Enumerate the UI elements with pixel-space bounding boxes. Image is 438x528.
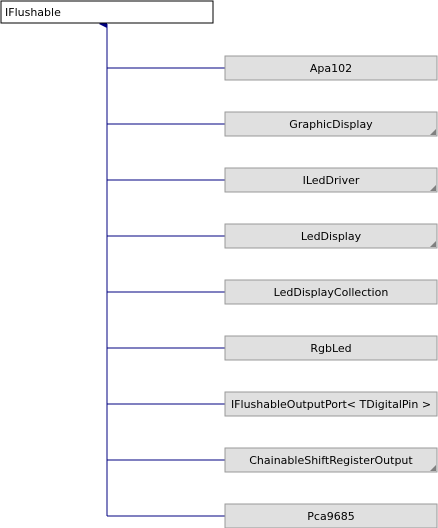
- derived-class-node[interactable]: LedDisplay: [224, 223, 438, 249]
- derived-class-box: [224, 503, 438, 528]
- derived-class-node[interactable]: RgbLed: [224, 335, 438, 361]
- derived-class-node[interactable]: ILedDriver: [224, 167, 438, 193]
- derived-class-label: LedDisplay: [301, 230, 362, 243]
- derived-class-box: [224, 167, 438, 193]
- derived-class-box: [224, 279, 438, 305]
- derived-class-label: RgbLed: [310, 342, 351, 355]
- derived-class-node[interactable]: Pca9685: [224, 503, 438, 528]
- derived-class-node[interactable]: Apa102: [224, 55, 438, 81]
- derived-class-label: ChainableShiftRegisterOutput: [249, 454, 413, 467]
- collapsed-subtree-marker-icon: [430, 129, 436, 135]
- collapsed-subtree-marker-icon: [430, 185, 436, 191]
- collapsed-subtree-marker-icon: [430, 465, 436, 471]
- derived-class-label: IFlushableOutputPort< TDigitalPin >: [231, 398, 431, 411]
- derived-class-box: [224, 223, 438, 249]
- derived-class-box: [224, 55, 438, 81]
- derived-class-label: Apa102: [310, 62, 352, 75]
- derived-class-node[interactable]: IFlushableOutputPort< TDigitalPin >: [224, 391, 438, 417]
- derived-class-label: GraphicDisplay: [289, 118, 373, 131]
- derived-class-box: [224, 391, 438, 417]
- collapsed-subtree-marker-icon: [430, 241, 436, 247]
- derived-class-node[interactable]: GraphicDisplay: [224, 111, 438, 137]
- base-class-node[interactable]: IFlushable: [0, 0, 214, 24]
- derived-class-box: [224, 447, 438, 473]
- base-class-label: IFlushable: [5, 6, 61, 19]
- derived-class-label: ILedDriver: [303, 174, 360, 187]
- derived-class-node[interactable]: LedDisplayCollection: [224, 279, 438, 305]
- derived-class-label: Pca9685: [307, 510, 354, 523]
- derived-class-label: LedDisplayCollection: [274, 286, 389, 299]
- derived-class-box: [224, 335, 438, 361]
- derived-class-box: [224, 111, 438, 137]
- derived-class-node[interactable]: ChainableShiftRegisterOutput: [224, 447, 438, 473]
